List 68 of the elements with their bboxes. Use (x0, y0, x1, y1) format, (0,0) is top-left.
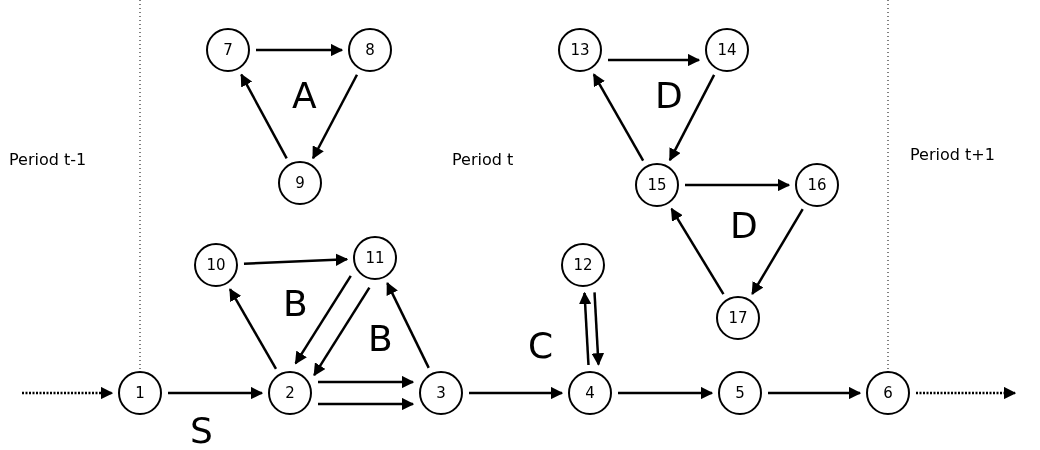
period-label: Period t-1 (9, 150, 87, 169)
state-circle (206, 28, 250, 72)
node-number: 17 (728, 310, 748, 326)
state-circle (705, 28, 749, 72)
arrow (311, 74, 359, 160)
arrow (469, 386, 564, 400)
arrow (591, 292, 605, 366)
arrow (768, 386, 862, 400)
node-number: 14 (717, 42, 737, 58)
state-circle (866, 371, 910, 415)
arrow (22, 386, 114, 400)
node-number: 8 (365, 42, 375, 58)
state-circle (268, 371, 312, 415)
state-circle (419, 371, 463, 415)
state-circle (635, 163, 679, 207)
node-number: 9 (295, 175, 305, 191)
state-circle (718, 371, 762, 415)
node-number: 16 (807, 177, 827, 193)
node-number: 4 (585, 385, 595, 401)
state-circle (568, 371, 612, 415)
node-number: 3 (436, 385, 446, 401)
node-number: 11 (365, 250, 385, 266)
state-circle (194, 243, 238, 287)
arrow (294, 275, 352, 365)
state-circle (561, 243, 605, 287)
period-label: Period t+1 (910, 145, 995, 164)
node-number: 13 (570, 42, 590, 58)
arrow (608, 53, 701, 67)
state-circle (348, 28, 392, 72)
arrow (318, 397, 415, 411)
arrow (592, 73, 645, 162)
state-circle (795, 163, 839, 207)
cycle-letter: A (292, 75, 317, 116)
arrow (618, 386, 714, 400)
node-number: 1 (135, 385, 145, 401)
state-circle (353, 236, 397, 280)
node-number: 5 (735, 385, 745, 401)
arrow (313, 286, 371, 377)
period-label: Period t (452, 150, 514, 169)
state-circle (278, 161, 322, 205)
cycle-letter: B (283, 283, 308, 324)
arrow (670, 207, 725, 295)
cycle-letter: D (655, 75, 683, 116)
arrow (168, 386, 264, 400)
arrow (685, 178, 791, 192)
arrow (386, 282, 430, 369)
arrow (668, 74, 716, 162)
arrow (228, 288, 278, 370)
arrow (256, 43, 344, 57)
arrow (916, 386, 1017, 400)
node-number: 7 (223, 42, 233, 58)
node-number: 6 (883, 385, 893, 401)
cycle-letter: B (368, 318, 393, 359)
arrow (240, 73, 288, 159)
arrow (578, 291, 592, 366)
cycle-letter: C (528, 325, 554, 366)
state-circle (118, 371, 162, 415)
node-number: 15 (647, 177, 667, 193)
cycle-letter: S (190, 410, 213, 450)
node-number: 12 (573, 257, 593, 273)
state-circle (716, 296, 760, 340)
arrow (751, 208, 804, 295)
state-circle (558, 28, 602, 72)
node-number: 10 (206, 257, 226, 273)
arrow (243, 253, 349, 266)
arrow (318, 375, 415, 389)
cycle-letter: D (730, 205, 758, 246)
node-number: 2 (285, 385, 295, 401)
